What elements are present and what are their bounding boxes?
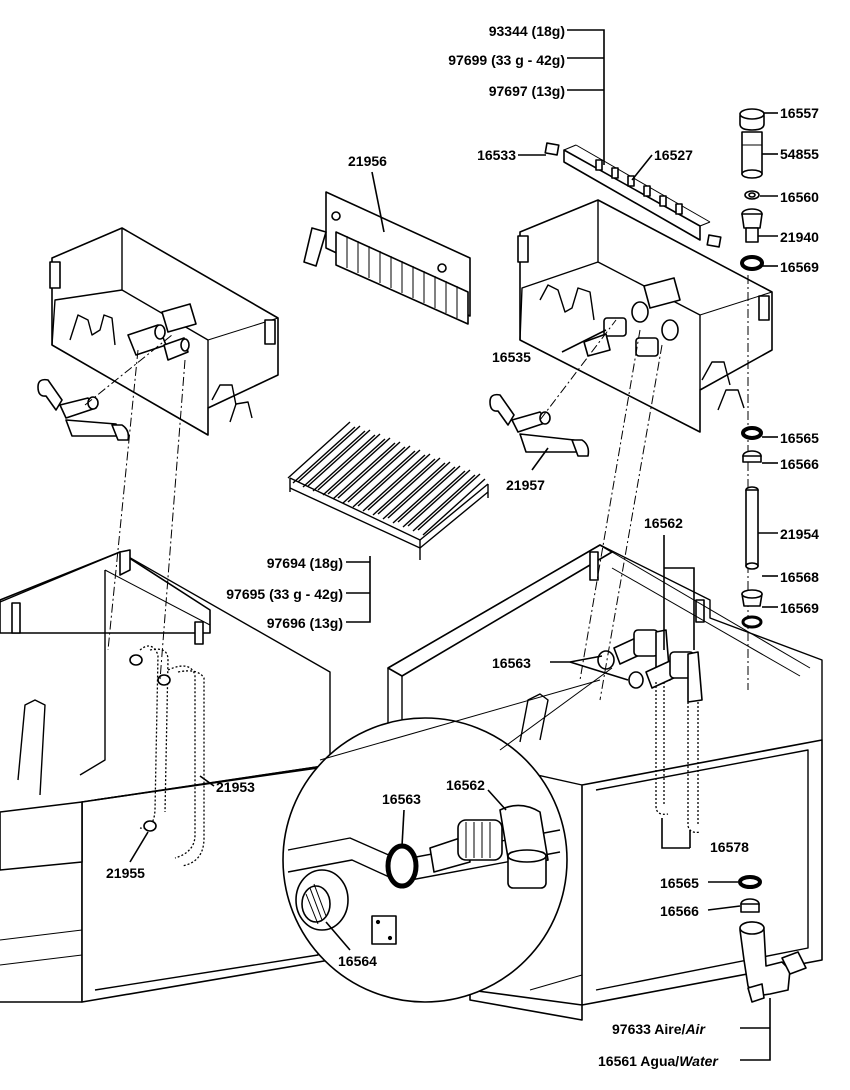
label-16561-en: Water	[679, 1053, 719, 1069]
label-16566-bottom: 16566	[660, 903, 699, 919]
label-16568: 16568	[780, 569, 819, 585]
left-burner-box	[49, 227, 279, 436]
label-16562-right: 16562	[644, 515, 683, 531]
label-97633-en: Air	[684, 1021, 706, 1037]
left-burner-tube	[37, 378, 130, 441]
label-16564: 16564	[338, 953, 377, 969]
right-cabinet-tubes	[597, 629, 703, 834]
label-97696: 97696 (13g)	[267, 615, 343, 631]
label-21957: 21957	[506, 477, 545, 493]
label-97633-num: 97633 Aire/	[612, 1021, 686, 1037]
label-16565-top: 16565	[780, 430, 819, 446]
label-97699: 97699 (33 g - 42g)	[448, 52, 565, 68]
label-21953: 21953	[216, 779, 255, 795]
label-54855: 54855	[780, 146, 819, 162]
label-93344: 93344 (18g)	[489, 23, 565, 39]
label-16561: 16561 Agua/Water	[598, 1053, 719, 1069]
label-97697: 97697 (13g)	[489, 83, 565, 99]
label-16560: 16560	[780, 189, 819, 205]
label-16557: 16557	[780, 105, 819, 121]
label-16578: 16578	[710, 839, 749, 855]
label-21955: 21955	[106, 865, 145, 881]
label-16569-bottom: 16569	[780, 600, 819, 616]
label-16527: 16527	[654, 147, 693, 163]
label-21940: 21940	[780, 229, 819, 245]
burner-tube-21956	[303, 191, 471, 325]
gas-manifold-16527	[563, 144, 722, 248]
label-97695: 97695 (33 g - 42g)	[226, 586, 343, 602]
left-alignment-lines	[84, 334, 186, 681]
label-16565-bottom: 16565	[660, 875, 699, 891]
detail-inset	[282, 667, 613, 1003]
connector-16533	[544, 142, 560, 156]
label-16566-top: 16566	[780, 456, 819, 472]
leader-lines	[129, 29, 778, 1061]
label-16535: 16535	[492, 349, 531, 365]
right-burner-tube-21957	[489, 393, 590, 457]
label-16533: 16533	[477, 147, 516, 163]
label-21956: 21956	[348, 153, 387, 169]
label-21954: 21954	[780, 526, 819, 542]
label-97694: 97694 (18g)	[267, 555, 343, 571]
label-16569-top: 16569	[780, 259, 819, 275]
right-burner-box	[517, 199, 773, 433]
rack-grate-97694	[287, 421, 489, 560]
part-labels: 93344 (18g) 97699 (33 g - 42g) 97697 (13…	[106, 23, 819, 1069]
label-97633: 97633 Aire/Air	[612, 1021, 706, 1037]
label-16563-right: 16563	[492, 655, 531, 671]
label-16562-detail: 16562	[446, 777, 485, 793]
left-cabinet-tubes	[129, 645, 205, 867]
label-16561-num: 16561 Agua/	[598, 1053, 679, 1069]
right-column-parts	[738, 108, 807, 1003]
label-16563-detail: 16563	[382, 791, 421, 807]
